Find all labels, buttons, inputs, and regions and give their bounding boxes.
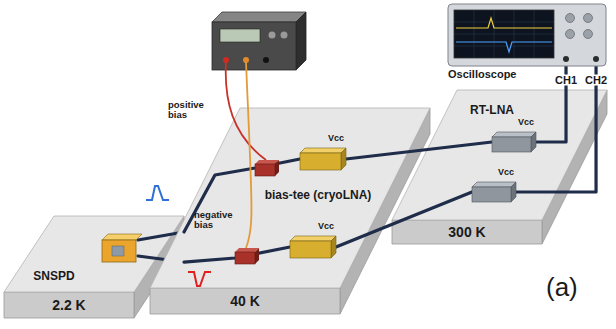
supply-display xyxy=(220,29,260,42)
text-slot: 300 K xyxy=(448,224,485,240)
cryo-amplifier-box: Vcc xyxy=(300,148,346,170)
scope-knob xyxy=(566,30,575,39)
channel-label: CH2 xyxy=(583,75,609,86)
supply-voltage-label: Vcc xyxy=(318,221,334,231)
amplifier-side xyxy=(531,132,536,152)
cryo-amplifier-box: Vcc xyxy=(290,236,336,258)
room-temperature-platform: VccVccRT-LNA300 K xyxy=(392,70,608,246)
text-slot: Vcc xyxy=(518,117,534,127)
screen-grid xyxy=(454,46,554,47)
supply-voltage-label: Vcc xyxy=(328,133,344,143)
scope-screen xyxy=(454,10,554,58)
detector-chip xyxy=(102,240,136,262)
amplifier-top xyxy=(492,132,536,137)
supply-voltage-label: Vcc xyxy=(518,117,534,127)
supply-knob xyxy=(269,32,276,39)
rt-amplifier-box: Vcc xyxy=(492,132,536,152)
platform-shape xyxy=(4,196,184,324)
text-slot: 2.2 K xyxy=(52,297,85,313)
text-slot: CH1 xyxy=(553,75,579,86)
text-slot: negative bias xyxy=(194,210,240,231)
scope-knob xyxy=(566,14,575,23)
amplifier-shape xyxy=(492,132,536,152)
platform-front xyxy=(392,220,542,244)
text-slot: 40 K xyxy=(230,293,260,309)
chip-die xyxy=(112,246,124,256)
instrument-name: Oscilloscope xyxy=(448,68,516,80)
text-slot: CH2 xyxy=(583,75,609,86)
supply-terminal xyxy=(263,57,269,63)
bias-label: positive bias xyxy=(168,100,218,121)
text-slot: bias-tee (cryoLNA) xyxy=(265,188,372,202)
platform-shape xyxy=(150,108,430,316)
platform-top xyxy=(150,108,430,288)
power-supply xyxy=(212,12,306,70)
bias-label: negative bias xyxy=(194,210,240,231)
temperature-label: 40 K xyxy=(230,293,260,309)
amplifier-shape xyxy=(472,182,516,202)
amplifier-side xyxy=(511,182,516,202)
amplifier-top xyxy=(472,182,516,187)
scope-body xyxy=(448,4,606,66)
rt-amplifier-box: Vcc xyxy=(472,182,516,202)
amplifier-front xyxy=(300,153,341,170)
channel-label: CH1 xyxy=(553,75,579,86)
text-slot: Vcc xyxy=(498,167,514,177)
platform-shape xyxy=(392,70,608,246)
amplifier-front xyxy=(472,187,511,202)
supply-top xyxy=(212,12,306,22)
oscilloscope: Oscilloscope xyxy=(448,4,606,66)
supply-voltage-label: Vcc xyxy=(498,167,514,177)
bias-tee-symbol xyxy=(255,160,279,176)
bias-tee-top xyxy=(255,160,279,164)
platform-name: RT-LNA xyxy=(470,103,514,117)
scope-knob xyxy=(584,14,593,23)
amplifier-shape xyxy=(290,236,336,258)
amplifier-front xyxy=(290,241,331,258)
cryo-stage-platform: VccVccbias-tee (cryoLNA)40 K xyxy=(150,108,430,316)
amplifier-front xyxy=(492,137,531,152)
scope-knob xyxy=(584,30,593,39)
platform-front xyxy=(4,292,134,318)
supply-knob xyxy=(281,32,288,39)
scope-trace xyxy=(456,18,552,28)
scope-input xyxy=(563,56,569,62)
positive-pulse-icon xyxy=(146,186,169,200)
chip-top xyxy=(102,234,142,240)
amplifier-side xyxy=(331,236,336,258)
platform-name: bias-tee (cryoLNA) xyxy=(265,188,372,202)
bias-tee-front xyxy=(255,164,275,176)
bias-tee-top xyxy=(235,248,259,252)
text-slot: Vcc xyxy=(318,221,334,231)
supply-side xyxy=(296,12,306,70)
oscilloscope-shape xyxy=(448,4,606,66)
text-slot: (a) xyxy=(546,274,578,300)
text-slot: Oscilloscope xyxy=(448,68,516,80)
text-slot: RT-LNA xyxy=(470,103,514,117)
scope-input xyxy=(593,56,599,62)
screen-grid xyxy=(454,34,554,35)
text-slot: Vcc xyxy=(328,133,344,143)
platform-front xyxy=(150,288,340,314)
text-slot: SNSPD xyxy=(33,269,74,283)
bias-tee-symbol xyxy=(235,248,259,264)
text-slot: positive bias xyxy=(168,100,218,121)
cold-stage-platform: SNSPD 2.2 K xyxy=(4,196,184,324)
platform-top xyxy=(392,90,607,220)
temperature-label: 2.2 K xyxy=(52,297,85,313)
amplifier-shape xyxy=(300,148,346,170)
panel-letter: (a) xyxy=(546,274,578,300)
platform-name: SNSPD xyxy=(33,269,74,283)
bias-tee-front xyxy=(235,252,255,264)
scope-trace xyxy=(456,42,552,52)
temperature-label: 300 K xyxy=(448,224,485,240)
supply-front xyxy=(212,22,296,70)
amplifier-top xyxy=(290,236,336,241)
amplifier-side xyxy=(341,148,346,170)
screen-grid xyxy=(454,22,554,23)
amplifier-top xyxy=(300,148,346,153)
